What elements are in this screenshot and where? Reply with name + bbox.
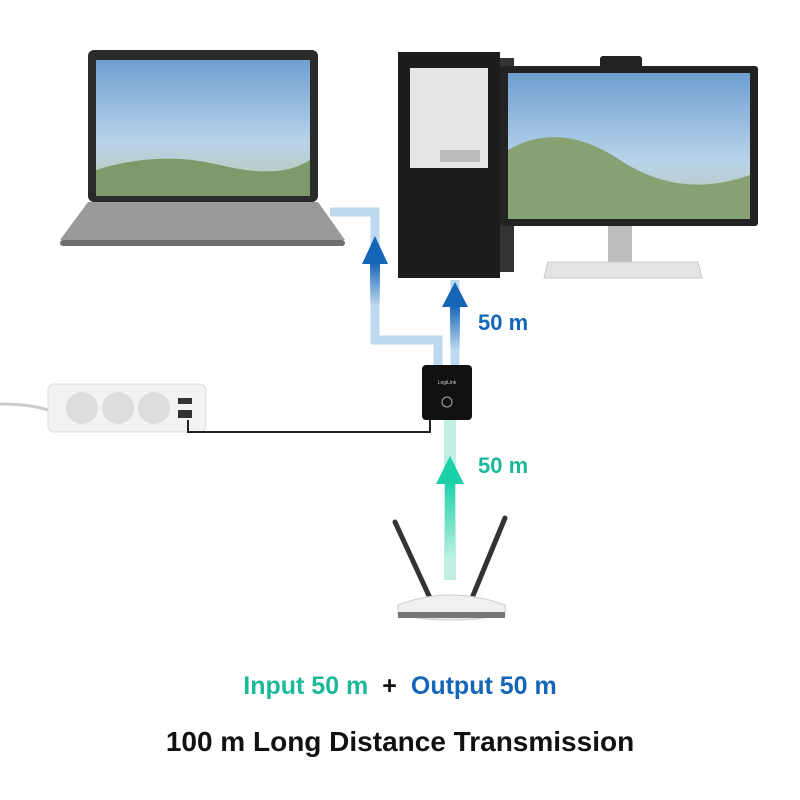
caption-plus: + — [382, 672, 397, 700]
output-length-label: 50 m — [478, 310, 529, 335]
pc-tower — [398, 52, 514, 278]
caption-input: Input 50 m — [243, 672, 369, 700]
caption-output: Output 50 m — [410, 672, 557, 700]
power-strip — [0, 383, 207, 433]
power-cable — [187, 420, 431, 433]
svg-text:LogiLink: LogiLink — [438, 380, 457, 386]
output-cable-laptop — [330, 207, 443, 365]
output-arrow-pc — [442, 282, 468, 350]
router — [392, 515, 508, 621]
monitor — [500, 56, 758, 279]
input-arrow — [436, 456, 464, 560]
caption-line: Input 50 m + Output 50 m — [0, 672, 800, 701]
headline: 100 m Long Distance Transmission — [165, 726, 635, 757]
input-length-label: 50 m — [478, 453, 529, 478]
output-arrow-laptop — [362, 236, 388, 306]
laptop — [60, 50, 345, 246]
poe-splitter: LogiLink — [422, 365, 472, 420]
